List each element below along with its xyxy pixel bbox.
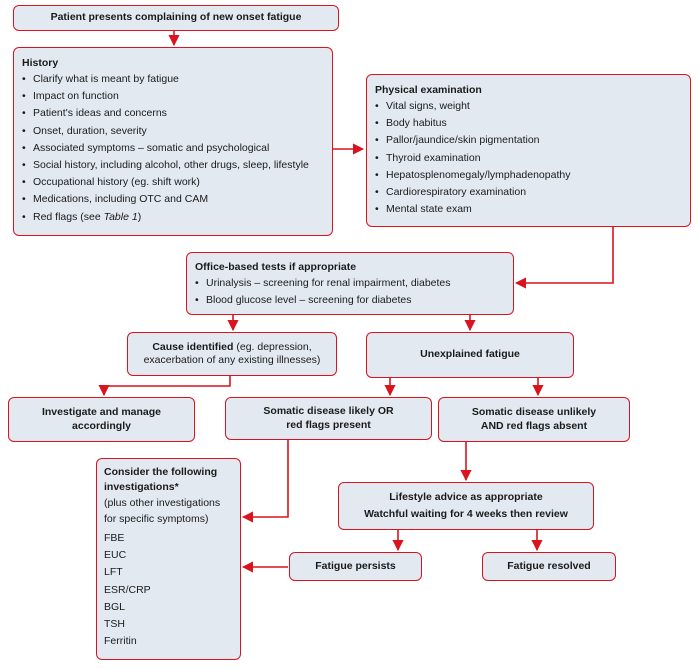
- somatic-likely-box: Somatic disease likely OR red flags pres…: [225, 397, 432, 440]
- physical-exam-box: Physical examination Vital signs, weight…: [366, 74, 691, 227]
- history-item: Social history, including alcohol, other…: [22, 157, 326, 174]
- history-box: History Clarify what is meant by fatigue…: [13, 47, 333, 236]
- arrow-likely-to-investigations: [241, 440, 289, 523]
- physical-exam-item: Hepatosplenomegaly/lymphadenopathy: [375, 167, 684, 184]
- history-item-red-flags: Red flags (see Table 1): [22, 209, 326, 226]
- investigations-title-1: Consider the following: [104, 466, 218, 478]
- physical-exam-item: Thyroid examination: [375, 150, 684, 167]
- cause-identified-detail: (eg. depression,: [233, 340, 312, 353]
- investigation-item: TSH: [104, 618, 125, 631]
- investigation-item: Ferritin: [104, 635, 137, 648]
- unexplained-fatigue-title: Unexplained fatigue: [420, 348, 520, 361]
- lifestyle-line-2: Watchful waiting for 4 weeks then review: [364, 507, 568, 520]
- cause-identified-box: Cause identified (eg. depression, exacer…: [127, 332, 337, 376]
- office-tests-item: Blood glucose level – screening for diab…: [195, 292, 507, 309]
- investigations-note-1: (plus other investigations: [104, 497, 221, 509]
- history-item: Associated symptoms – somatic and psycho…: [22, 140, 326, 157]
- physical-exam-item: Pallor/jaundice/skin pigmentation: [375, 132, 684, 149]
- history-title: History: [22, 57, 59, 69]
- somatic-likely-line-1: Somatic disease likely OR: [263, 405, 394, 418]
- investigations-list: FBE EUC LFT ESR/CRP BGL TSH Ferritin: [104, 530, 234, 650]
- fatigue-persists-box: Fatigue persists: [289, 552, 422, 581]
- investigations-note-2: for specific symptoms): [104, 513, 209, 525]
- physical-exam-title: Physical examination: [375, 84, 482, 96]
- fatigue-persists-title: Fatigue persists: [315, 559, 396, 572]
- history-item: Impact on function: [22, 88, 326, 105]
- lifestyle-line-1: Lifestyle advice as appropriate: [389, 491, 543, 504]
- lifestyle-box: Lifestyle advice as appropriate Watchful…: [338, 482, 594, 530]
- investigation-item: ESR/CRP: [104, 583, 151, 596]
- investigation-item: FBE: [104, 532, 125, 544]
- physical-exam-item: Body habitus: [375, 115, 684, 132]
- physical-exam-item: Cardiorespiratory examination: [375, 184, 684, 201]
- office-tests-list: Urinalysis – screening for renal impairm…: [195, 275, 507, 310]
- fatigue-resolved-title: Fatigue resolved: [507, 559, 591, 572]
- investigation-item: LFT: [104, 566, 123, 579]
- investigation-item: EUC: [104, 549, 127, 562]
- history-item: Onset, duration, severity: [22, 123, 326, 140]
- investigations-box: Consider the following investigations* (…: [96, 458, 241, 660]
- somatic-unlikely-line-1: Somatic disease unlikely: [471, 406, 597, 419]
- table-reference: Table 1: [103, 210, 138, 223]
- investigations-title-2: investigations*: [104, 481, 179, 493]
- history-list: Clarify what is meant by fatigue Impact …: [22, 71, 326, 226]
- cause-identified-detail-2: exacerbation of any existing illnesses): [143, 354, 321, 366]
- history-item: Medications, including OTC and CAM: [22, 191, 326, 208]
- somatic-likely-line-2: red flags present: [286, 418, 371, 431]
- start-box: Patient presents complaining of new onse…: [13, 5, 339, 31]
- office-tests-title: Office-based tests if appropriate: [195, 261, 357, 273]
- investigation-item: BGL: [104, 600, 126, 613]
- fatigue-resolved-box: Fatigue resolved: [482, 552, 616, 581]
- office-tests-box: Office-based tests if appropriate Urinal…: [186, 252, 514, 315]
- arrow-exam-to-tests: [514, 227, 614, 289]
- history-item: Occupational history (eg. shift work): [22, 174, 326, 191]
- physical-exam-list: Vital signs, weight Body habitus Pallor/…: [375, 98, 684, 219]
- arrow-cause-to-investigate: [98, 376, 231, 397]
- office-tests-item: Urinalysis – screening for renal impairm…: [195, 275, 507, 292]
- cause-identified-title: Cause identified: [152, 340, 234, 353]
- investigate-box: Investigate and manage accordingly: [8, 397, 195, 442]
- somatic-unlikely-line-2: AND red flags absent: [480, 419, 588, 432]
- investigate-line-1: Investigate and manage: [41, 406, 162, 419]
- investigate-line-2: accordingly: [72, 419, 131, 432]
- start-title: Patient presents complaining of new onse…: [50, 11, 302, 24]
- unexplained-fatigue-box: Unexplained fatigue: [366, 332, 574, 378]
- history-item: Clarify what is meant by fatigue: [22, 71, 326, 88]
- somatic-unlikely-box: Somatic disease unlikely AND red flags a…: [438, 397, 630, 442]
- history-item: Patient's ideas and concerns: [22, 105, 326, 122]
- physical-exam-item: Mental state exam: [375, 201, 684, 218]
- physical-exam-item: Vital signs, weight: [375, 98, 684, 115]
